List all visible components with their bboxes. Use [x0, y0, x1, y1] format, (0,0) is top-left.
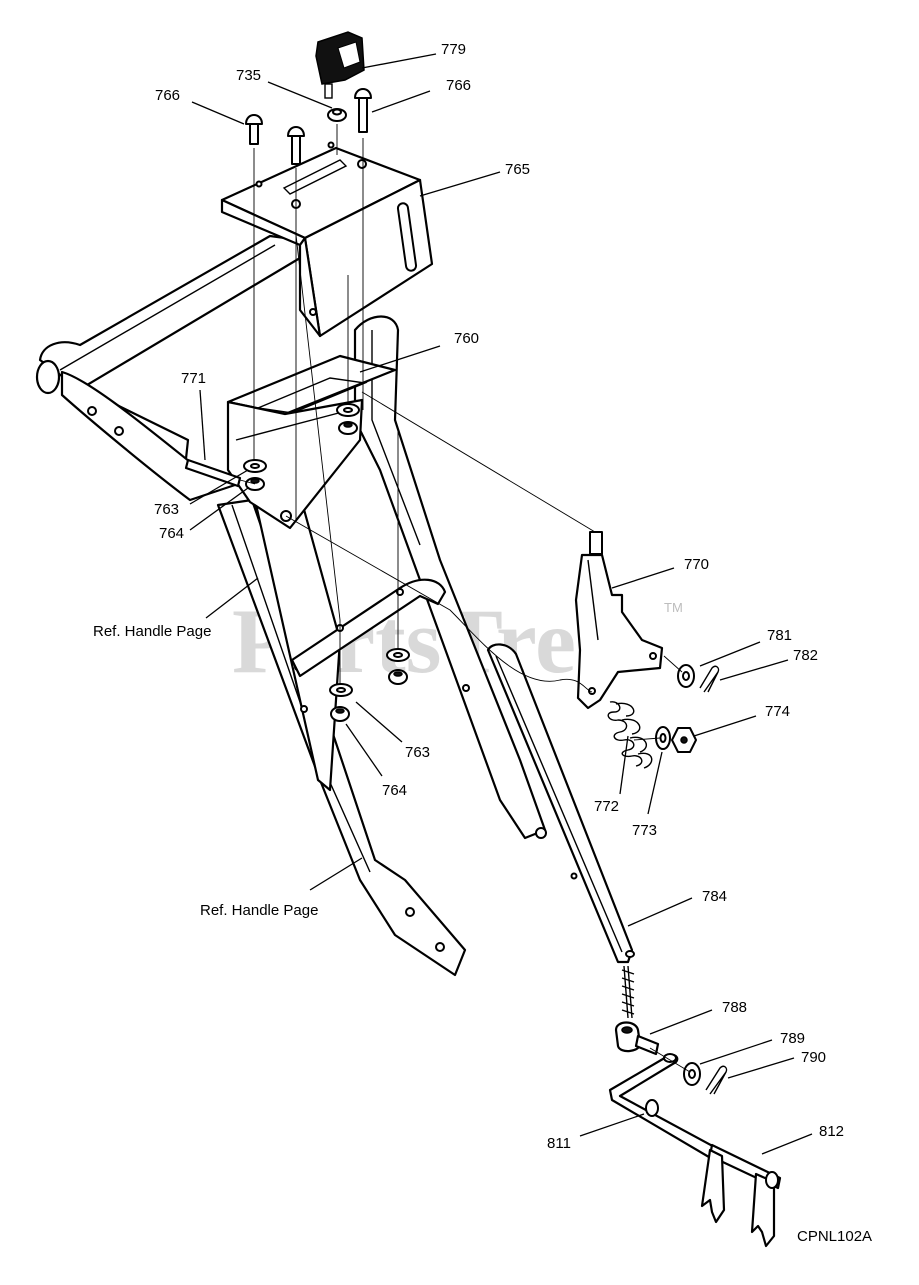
upper-handle-frame	[35, 234, 302, 502]
diagram-code: CPNL102A	[797, 1228, 872, 1245]
part-771-rod	[184, 458, 242, 488]
lower-handle-right-arm	[353, 315, 547, 840]
label-782: 782	[793, 647, 818, 664]
label-811: 811	[547, 1135, 571, 1152]
part-779-knob	[315, 31, 365, 99]
part-766-bolt-left	[245, 114, 263, 145]
part-774-nut	[671, 727, 697, 753]
label-772: 772	[594, 798, 619, 815]
part-763-washer-bracket	[336, 403, 360, 417]
label-779: 779	[441, 41, 466, 58]
label-766-right: 766	[446, 77, 471, 94]
part-784-rod	[486, 643, 635, 1019]
part-763-washer-lower	[329, 683, 353, 697]
part-764-nut-bracket	[338, 421, 358, 435]
label-764-upper: 764	[159, 525, 184, 542]
part-washer-right-lower	[386, 648, 410, 662]
part-772-spring	[607, 701, 653, 769]
part-790-hairpin	[705, 1065, 728, 1095]
label-763-upper: 763	[154, 501, 179, 518]
leader-lines	[189, 53, 813, 1155]
part-781-washer	[677, 664, 695, 688]
alignment-lines	[239, 124, 691, 1073]
ref-handle-page-upper: Ref. Handle Page	[93, 623, 211, 640]
label-770: 770	[684, 556, 709, 573]
label-760: 760	[454, 330, 479, 347]
part-766-bolt-right	[354, 88, 372, 133]
label-764-lower: 764	[382, 782, 407, 799]
label-781: 781	[767, 627, 792, 644]
part-735-nut	[327, 108, 347, 122]
part-812-fork	[700, 1143, 782, 1248]
label-790: 790	[801, 1049, 826, 1066]
part-763-washer-upper	[243, 459, 267, 473]
part-811-shaft	[608, 1053, 722, 1162]
label-789: 789	[780, 1030, 805, 1047]
label-784: 784	[702, 888, 727, 905]
label-812: 812	[819, 1123, 844, 1140]
label-735: 735	[236, 67, 261, 84]
label-774: 774	[765, 703, 790, 720]
part-782-hairpin	[699, 665, 720, 693]
part-770-lever	[574, 531, 664, 710]
label-765: 765	[505, 161, 530, 178]
ref-handle-page-lower: Ref. Handle Page	[200, 902, 318, 919]
label-771: 771	[181, 370, 206, 387]
trademark: TM	[664, 600, 683, 615]
part-nut-right-lower	[388, 669, 408, 685]
part-764-nut-lower	[330, 706, 350, 722]
part-labels: 779 735 766 766 765 760 771 763 764 770 …	[93, 41, 872, 1245]
label-763-lower: 763	[405, 744, 430, 761]
label-766-left: 766	[155, 87, 180, 104]
label-788: 788	[722, 999, 747, 1016]
part-789-washer	[683, 1062, 701, 1086]
part-766-bolt-mid	[287, 126, 305, 165]
lower-cross-brace	[290, 578, 447, 678]
label-773: 773	[632, 822, 657, 839]
part-765-console	[220, 141, 434, 338]
